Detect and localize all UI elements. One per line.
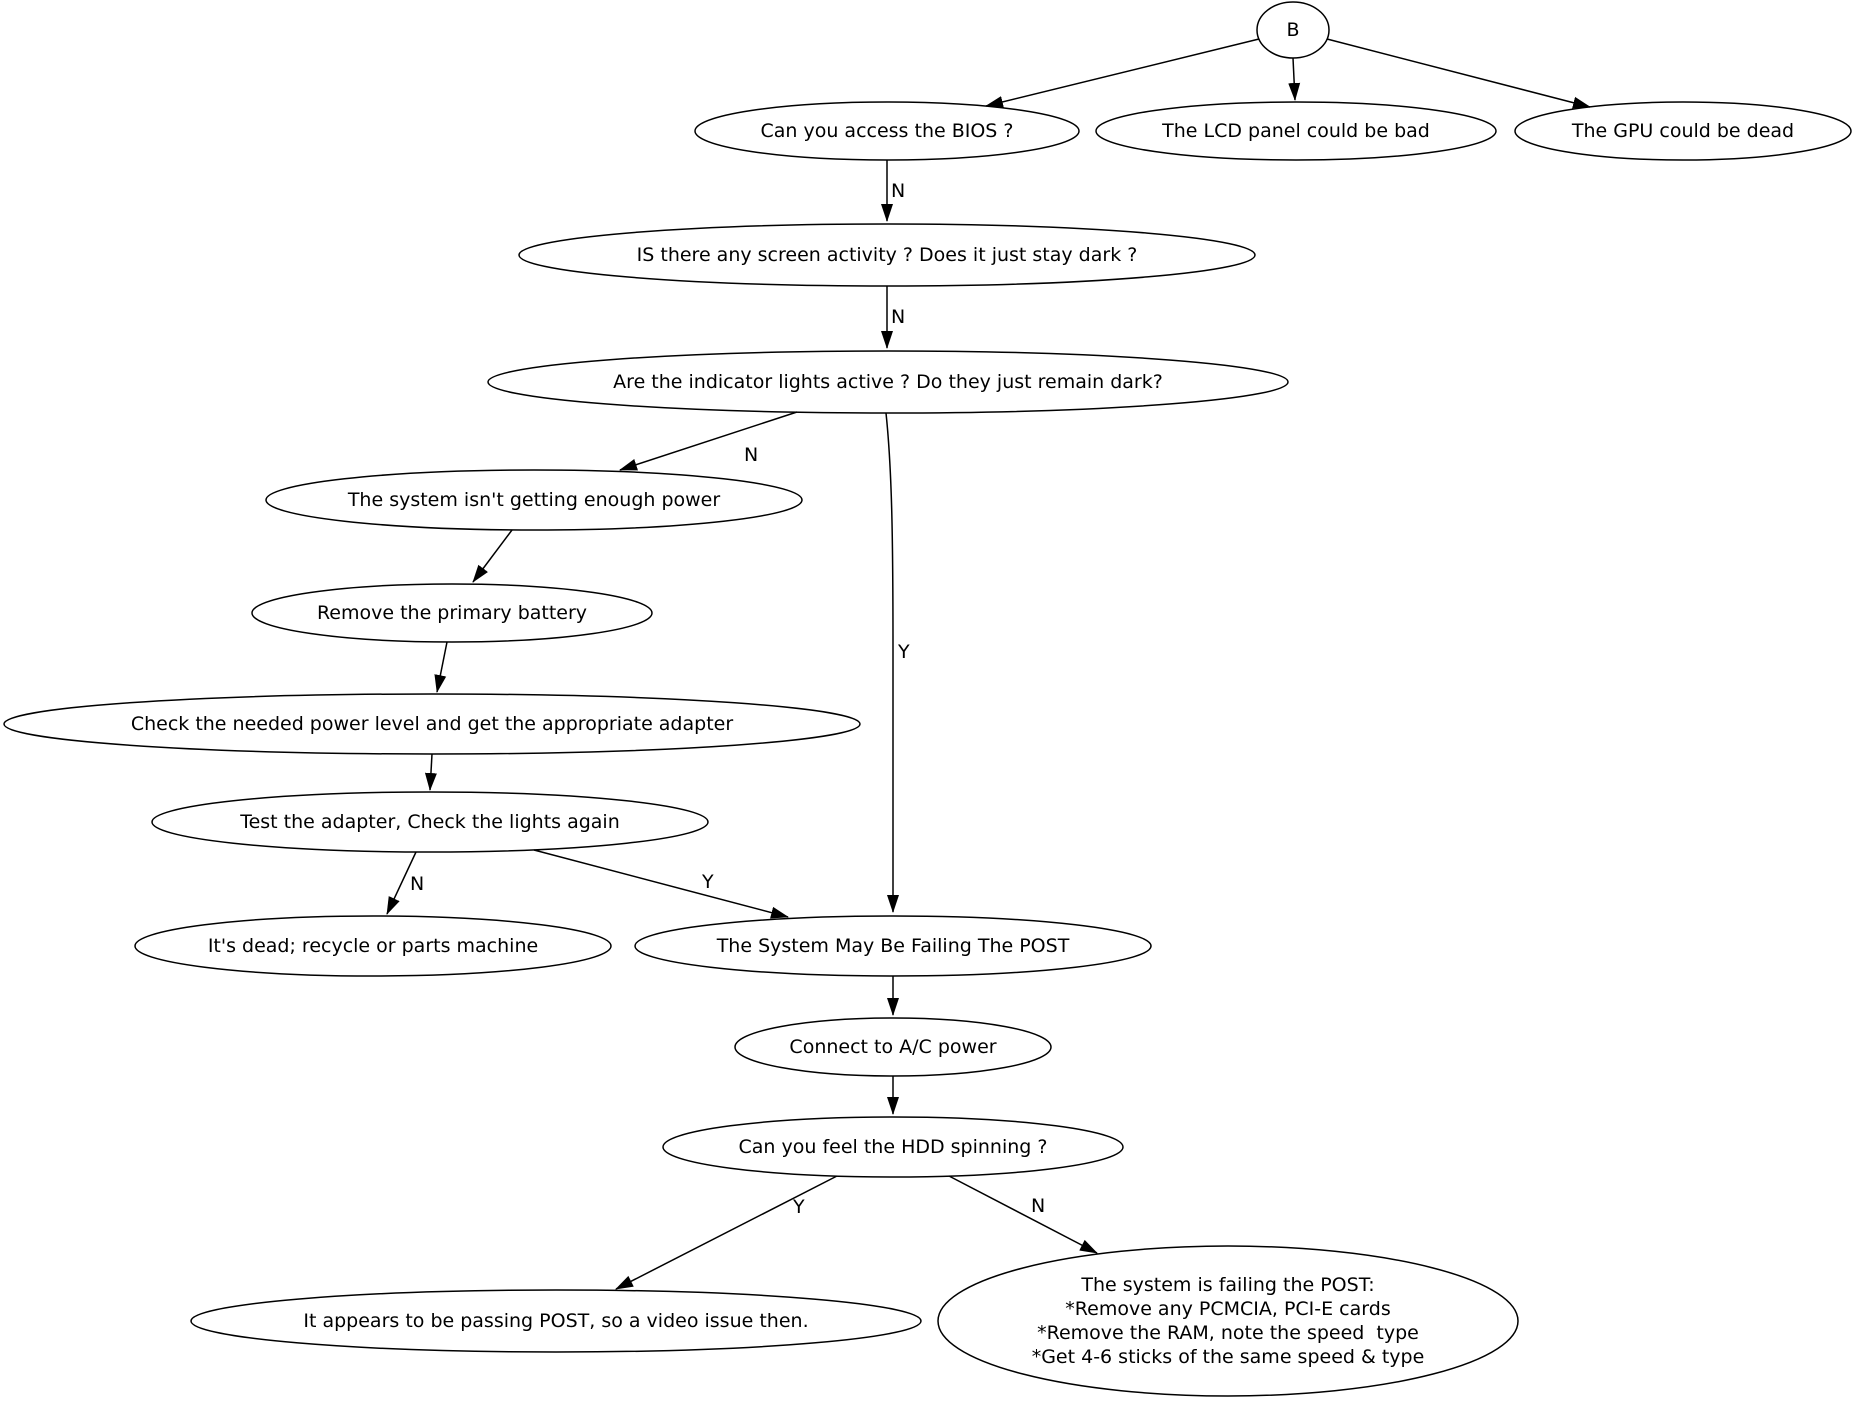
node-test-adapter-shape <box>151 791 709 853</box>
nodes: B Can you access the BIOS ? The LCD pane… <box>3 1 1852 1397</box>
edge-label-lights-to-power: N <box>744 444 758 466</box>
edge-label-screen-to-lights: N <box>891 306 905 328</box>
node-connect-ac-label: Connect to A/C power <box>789 1036 996 1058</box>
node-connect-ac: Connect to A/C power <box>734 1017 1052 1077</box>
edge-labels: N N N Y N Y Y N <box>410 180 1045 1218</box>
node-dead-machine: It's dead; recycle or parts machine <box>134 915 612 977</box>
node-failing-post-line-2: *Remove any PCMCIA, PCI-E cards <box>1065 1298 1390 1320</box>
edge-label-lights-to-post: Y <box>897 641 910 663</box>
node-not-enough-power: The system isn't getting enough power <box>265 469 803 531</box>
edge-label-test-to-dead: N <box>410 873 424 895</box>
node-failing-post-line-1: The system is failing the POST: <box>1080 1274 1374 1296</box>
node-gpu: The GPU could be dead <box>1514 101 1852 161</box>
node-passing-post-label: It appears to be passing POST, so a vide… <box>303 1310 808 1332</box>
node-bios-shape <box>694 101 1080 161</box>
node-passing-post-shape <box>190 1289 922 1353</box>
node-bios-label: Can you access the BIOS ? <box>760 120 1013 142</box>
node-failing-post-line-3: *Remove the RAM, note the speed type <box>1037 1322 1419 1344</box>
node-lcd: The LCD panel could be bad <box>1095 101 1497 161</box>
node-b-shape <box>1256 1 1330 59</box>
node-passing-post: It appears to be passing POST, so a vide… <box>190 1289 922 1353</box>
node-gpu-shape <box>1514 101 1852 161</box>
node-screen-activity: IS there any screen activity ? Does it j… <box>518 223 1256 287</box>
node-lcd-label: The LCD panel could be bad <box>1161 120 1430 142</box>
edge-hdd-to-passing <box>615 1175 838 1290</box>
edge-lights-to-power <box>619 411 798 471</box>
node-may-fail-post-label: The System May Be Failing The POST <box>716 935 1070 957</box>
node-screen-activity-shape <box>518 223 1256 287</box>
node-b: B <box>1256 1 1330 59</box>
edge-b-to-gpu <box>1326 38 1591 109</box>
node-lcd-shape <box>1095 101 1497 161</box>
node-failing-post-line-4: *Get 4-6 sticks of the same speed & type <box>1032 1346 1425 1368</box>
node-check-power-level-label: Check the needed power level and get the… <box>131 713 734 735</box>
node-test-adapter: Test the adapter, Check the lights again <box>151 791 709 853</box>
node-hdd-spinning-label: Can you feel the HDD spinning ? <box>739 1136 1048 1158</box>
edge-check-to-test <box>424 753 437 791</box>
node-hdd-spinning: Can you feel the HDD spinning ? <box>662 1116 1124 1178</box>
edge-test-to-dead <box>386 851 417 915</box>
node-b-label: B <box>1286 19 1299 41</box>
node-remove-battery-shape <box>251 583 653 643</box>
node-gpu-label: The GPU could be dead <box>1571 120 1794 142</box>
edge-test-to-post <box>533 849 789 919</box>
node-not-enough-power-label: The system isn't getting enough power <box>347 489 721 511</box>
edge-lights-to-post <box>885 412 899 913</box>
edge-b-to-lcd <box>1288 57 1301 101</box>
node-screen-activity-label: IS there any screen activity ? Does it j… <box>637 244 1138 266</box>
edge-label-hdd-to-passing: Y <box>792 1196 805 1218</box>
node-may-fail-post: The System May Be Failing The POST <box>634 915 1152 977</box>
edge-hdd-to-failing <box>948 1175 1098 1254</box>
node-dead-machine-label: It's dead; recycle or parts machine <box>208 935 538 957</box>
edge-b-to-bios <box>985 38 1260 108</box>
edge-label-bios-to-screen: N <box>891 180 905 202</box>
edge-label-test-to-post: Y <box>701 871 714 893</box>
node-dead-machine-shape <box>134 915 612 977</box>
node-check-power-level-shape <box>3 693 861 755</box>
node-check-power-level: Check the needed power level and get the… <box>3 693 861 755</box>
node-remove-battery-label: Remove the primary battery <box>317 602 587 624</box>
edges <box>386 38 1591 1290</box>
node-indicator-lights-shape <box>487 350 1289 414</box>
edge-battery-to-check <box>434 641 448 693</box>
edge-power-to-battery <box>472 529 513 583</box>
node-connect-ac-shape <box>734 1017 1052 1077</box>
node-indicator-lights: Are the indicator lights active ? Do the… <box>487 350 1289 414</box>
node-not-enough-power-shape <box>265 469 803 531</box>
node-may-fail-post-shape <box>634 915 1152 977</box>
node-hdd-spinning-shape <box>662 1116 1124 1178</box>
node-indicator-lights-label: Are the indicator lights active ? Do the… <box>613 371 1163 393</box>
node-failing-post-shape <box>937 1245 1519 1397</box>
node-test-adapter-label: Test the adapter, Check the lights again <box>239 811 620 833</box>
node-remove-battery: Remove the primary battery <box>251 583 653 643</box>
edge-label-hdd-to-failing: N <box>1031 1195 1045 1217</box>
node-failing-post: The system is failing the POST: *Remove … <box>937 1245 1519 1397</box>
node-bios: Can you access the BIOS ? <box>694 101 1080 161</box>
